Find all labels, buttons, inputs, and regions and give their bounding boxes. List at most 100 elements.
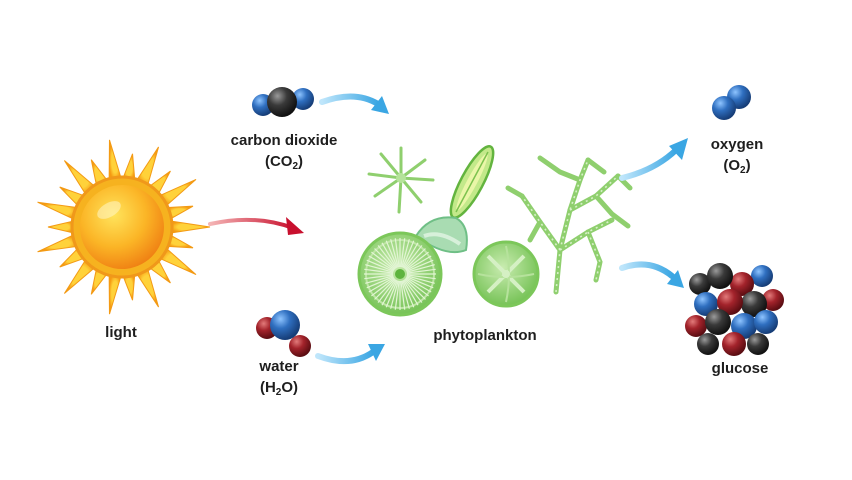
- diatom-radial-line: [406, 276, 434, 289]
- o2-formula-open: (O: [723, 157, 741, 174]
- diatom-radial-line: [374, 248, 396, 270]
- diatom-radial-line: [406, 264, 435, 273]
- pennate-diatom: [449, 145, 495, 219]
- oxygen-name: oxygen: [710, 136, 764, 153]
- diatom-radial-line: [406, 274, 436, 280]
- glucose-atom: [697, 333, 719, 355]
- oxygen-formula: (O2): [697, 155, 777, 176]
- glucose-atom: [747, 333, 769, 355]
- light-arrow: [208, 217, 304, 235]
- diatom-radial-line: [406, 259, 434, 272]
- glucose-arrow: [619, 261, 684, 288]
- diatom-radial-line: [404, 278, 426, 300]
- phytoplankton-label: phytoplankton: [433, 327, 537, 344]
- diatom-radial-line: [400, 280, 406, 310]
- diatom-radial-line: [381, 242, 398, 269]
- water-formula: (H2O): [244, 377, 314, 398]
- glucose-atom: [705, 309, 731, 335]
- centric-diatom-radials: [364, 238, 436, 310]
- carbon-dioxide-name: carbon dioxide: [230, 132, 338, 149]
- h2o-molecule-icon: [256, 310, 311, 357]
- glucose-label: glucose: [711, 360, 769, 377]
- diatom-radial-line: [402, 240, 415, 268]
- diatom-radial-line: [394, 238, 400, 268]
- diatom-radial-line: [385, 280, 398, 308]
- phytoplankton-icon: [357, 145, 633, 317]
- diatom-radial-line: [374, 278, 396, 300]
- diatom-radial-line: [381, 279, 398, 306]
- o2-molecule-icon: [712, 85, 751, 120]
- sun-ray: [169, 220, 211, 234]
- diatom-radial-line: [405, 276, 432, 293]
- diatom-radial-line: [368, 276, 395, 293]
- diatom-radial-line: [366, 276, 394, 289]
- glucose-atom: [730, 272, 754, 296]
- centric-diatom-large: [357, 231, 443, 317]
- oxygen-arrow: [619, 138, 688, 181]
- diatom-radial-line: [402, 280, 415, 308]
- diatom-radial-line: [405, 251, 429, 271]
- h2o-formula-close: O): [281, 379, 299, 396]
- sun-ray: [47, 220, 75, 234]
- co2-formula-close: ): [298, 153, 304, 170]
- glucose-atom: [685, 315, 707, 337]
- diatom-radial-line: [365, 275, 394, 284]
- glucose-atom: [741, 291, 767, 317]
- diatom-radial-line: [368, 255, 395, 272]
- h2o-formula-open: (H: [259, 379, 276, 396]
- diatom-radial-line: [385, 240, 398, 268]
- diatom-radial-line: [400, 238, 406, 268]
- diatom-radial-line: [402, 242, 419, 269]
- diatom-radial-line: [404, 248, 426, 270]
- glucose-atom: [754, 310, 778, 334]
- co2-formula-subscript: 2: [292, 161, 299, 172]
- glucose-atom: [751, 265, 773, 287]
- glucose-atom: [707, 263, 733, 289]
- o2-formula-subscript: 2: [740, 165, 746, 176]
- water-label: water (H2O): [244, 356, 314, 398]
- glucose-atom: [689, 273, 711, 295]
- carbon-dioxide-formula: (CO2): [214, 151, 354, 172]
- glucose-molecule-icon: [685, 263, 784, 356]
- diatom-radial-line: [371, 251, 395, 271]
- co2-molecule-icon: [252, 87, 314, 117]
- diatom-radial-line: [405, 255, 432, 272]
- h2o-formula-subscript: 2: [275, 387, 282, 398]
- sun-icon: [37, 139, 211, 315]
- co2-arrow: [319, 93, 389, 114]
- co2-formula-open: (CO: [264, 153, 293, 170]
- diatom-radial-line: [402, 279, 419, 306]
- diatom-radial-line: [377, 279, 397, 303]
- glucose-atom: [722, 332, 746, 356]
- o2-formula-close: ): [745, 157, 751, 174]
- glucose-atom: [694, 292, 718, 316]
- oxygen-label: oxygen (O2): [697, 134, 777, 176]
- diatom-radial-line: [364, 268, 394, 274]
- diatom-radial-line: [406, 268, 436, 274]
- diatom-radial-line: [365, 264, 394, 273]
- diatom-radial-line: [401, 280, 410, 309]
- glucose-atom: [717, 289, 743, 315]
- centric-diatom-small: [472, 240, 540, 308]
- sun-ray: [108, 272, 122, 315]
- diatom-radial-line: [390, 239, 399, 268]
- diatom-radial-line: [390, 280, 399, 309]
- water-name: water: [259, 358, 299, 375]
- sun-ray: [108, 139, 122, 182]
- diatom-radial-line: [405, 277, 429, 297]
- diatom-radial-line: [371, 277, 395, 297]
- branching-filament-segments: [521, 159, 619, 293]
- glucose-atom: [762, 289, 784, 311]
- star-diatom: [367, 146, 435, 214]
- diatom-radial-line: [364, 274, 394, 280]
- diatom-radial-line: [403, 245, 423, 269]
- light-label: light: [105, 324, 137, 341]
- h2o-arrow: [315, 344, 385, 365]
- diatom-radial-line: [401, 239, 410, 268]
- carbon-dioxide-label: carbon dioxide (CO2): [214, 130, 354, 172]
- diatom-radial-line: [366, 259, 394, 272]
- diatom-radial-line: [377, 245, 397, 269]
- diatom-radial-line: [394, 280, 400, 310]
- diatom-radial-line: [406, 275, 435, 284]
